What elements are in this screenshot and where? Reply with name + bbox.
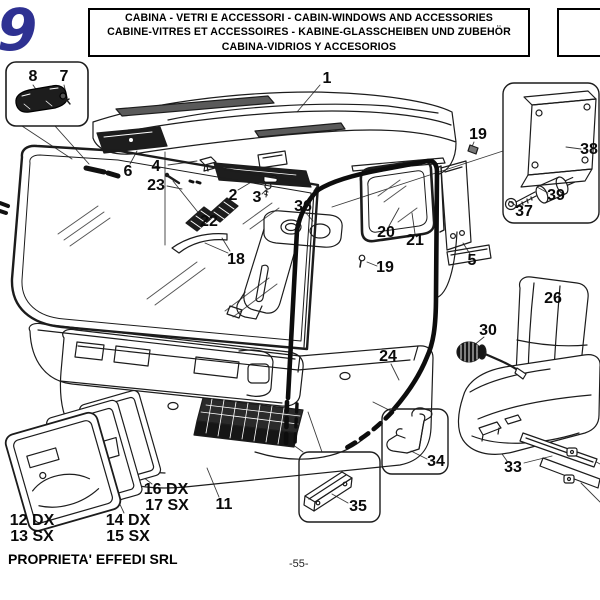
pin-22-glyph: [164, 172, 181, 185]
sun-visor-left-drawing: [96, 126, 168, 154]
vent-strips-18-drawing: [185, 197, 239, 232]
top-right-box: [557, 8, 600, 57]
handle-box-drawing: [5, 61, 89, 127]
brand-logo-digit: 9: [0, 0, 37, 64]
side-panel-5-drawing: [440, 160, 492, 266]
windshield-drawing: [0, 144, 320, 351]
bolt-37-glyph: [504, 191, 537, 211]
bracket-box-38-drawing: [502, 82, 600, 224]
seat-26-drawing: [457, 276, 600, 489]
console-36-drawing: [226, 210, 343, 320]
footer-ownership: PROPRIETA' EFFEDI SRL: [8, 551, 178, 567]
title-line-3: CABINA-VIDRIOS Y ACCESORIOS: [221, 40, 397, 53]
title-line-2: CABINE-VITRES ET ACCESSOIRES - KABINE-GL…: [107, 26, 511, 39]
roof-panel-drawing: [92, 91, 457, 169]
fastener-19-top-glyph: [467, 144, 479, 155]
fastener-19-mid-glyph: [358, 254, 366, 268]
seat-rails-33-drawing: [478, 414, 600, 489]
bushing-39-glyph: [535, 176, 576, 204]
screw-7-glyph: [59, 92, 67, 100]
clip-4-glyph: [199, 156, 217, 172]
clip-box-34-drawing: [381, 407, 449, 475]
door-panel-12-13-drawing: [4, 411, 122, 532]
knob-30-drawing: [456, 341, 527, 380]
rail-box-35-drawing: [298, 451, 381, 523]
title-line-1: CABINA - VETRI E ACCESSORI - CABIN-WINDO…: [125, 12, 493, 25]
title-box: CABINA - VETRI E ACCESSORI - CABIN-WINDO…: [88, 8, 530, 57]
corner-trim-23-drawing: [171, 233, 228, 254]
page-number: -55-: [289, 558, 309, 570]
door-seal-24-drawing: [283, 158, 440, 451]
rear-window-drawing: [359, 159, 445, 243]
screw-3-glyph: [264, 182, 272, 198]
